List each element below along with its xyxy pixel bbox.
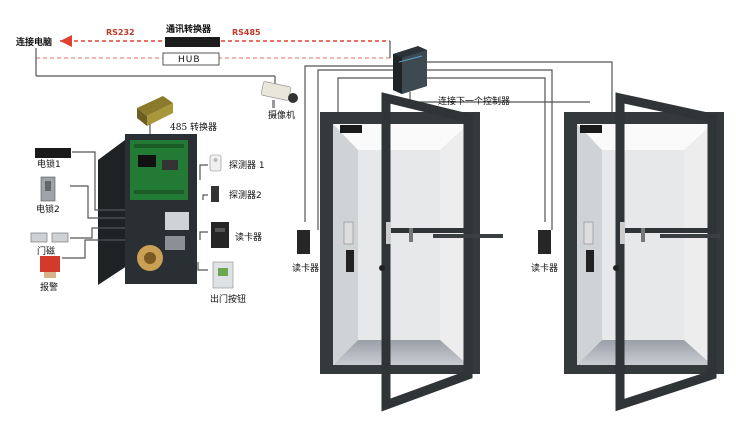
card-reader-icon <box>211 222 229 248</box>
rs485-label: RS485 <box>232 28 261 37</box>
camera-label: 摄像机 <box>268 109 295 121</box>
lock2-label: 电锁2 <box>36 203 60 215</box>
left-device-wires <box>62 124 208 271</box>
door-right-reader-inside <box>583 221 594 245</box>
door-magnet-icon <box>30 232 69 243</box>
door-right-reader-outside <box>586 250 594 272</box>
detector2-icon <box>211 186 219 202</box>
lock1-label: 电锁1 <box>37 158 61 170</box>
alarm-label: 报警 <box>40 281 58 293</box>
converter-device <box>165 37 220 47</box>
door-right-lock <box>580 125 602 133</box>
converter-485-label: 485 转换器 <box>170 121 217 133</box>
reader-right-label: 读卡器 <box>531 262 558 274</box>
exit-button-icon <box>212 261 234 289</box>
reader-left-icon <box>297 230 310 254</box>
door-left-lock <box>340 125 362 133</box>
hub-label: HUB <box>178 55 201 65</box>
converter-label: 通讯转换器 <box>166 23 212 35</box>
lock1-icon <box>35 148 71 158</box>
controller-wires <box>304 61 613 230</box>
rs232-label: RS232 <box>106 28 135 37</box>
converter-485-device <box>137 96 173 126</box>
door-magnet-label: 门磁 <box>37 245 55 257</box>
exit-button-label: 出门按钮 <box>210 293 246 305</box>
detector2-label: 探测器2 <box>229 189 262 201</box>
door-right <box>564 92 724 412</box>
alarm-icon <box>40 256 60 278</box>
next-controller-label: 连接下一个控制器 <box>438 95 510 107</box>
detector1-label: 探测器 1 <box>229 159 265 171</box>
reader-left-label: 读卡器 <box>292 262 319 274</box>
reader-right-icon <box>538 230 551 254</box>
hub-box <box>162 52 220 66</box>
door-left-reader-outside <box>346 250 354 272</box>
camera-icon <box>260 81 298 108</box>
door-left <box>320 92 503 412</box>
door-left-reader-inside <box>343 221 354 245</box>
pc-label: 连接电脑 <box>16 36 52 48</box>
main-controller-icon <box>393 46 427 94</box>
detector1-icon <box>209 154 222 172</box>
card-reader-label: 读卡器 <box>235 231 262 243</box>
lock2-icon <box>40 176 56 202</box>
